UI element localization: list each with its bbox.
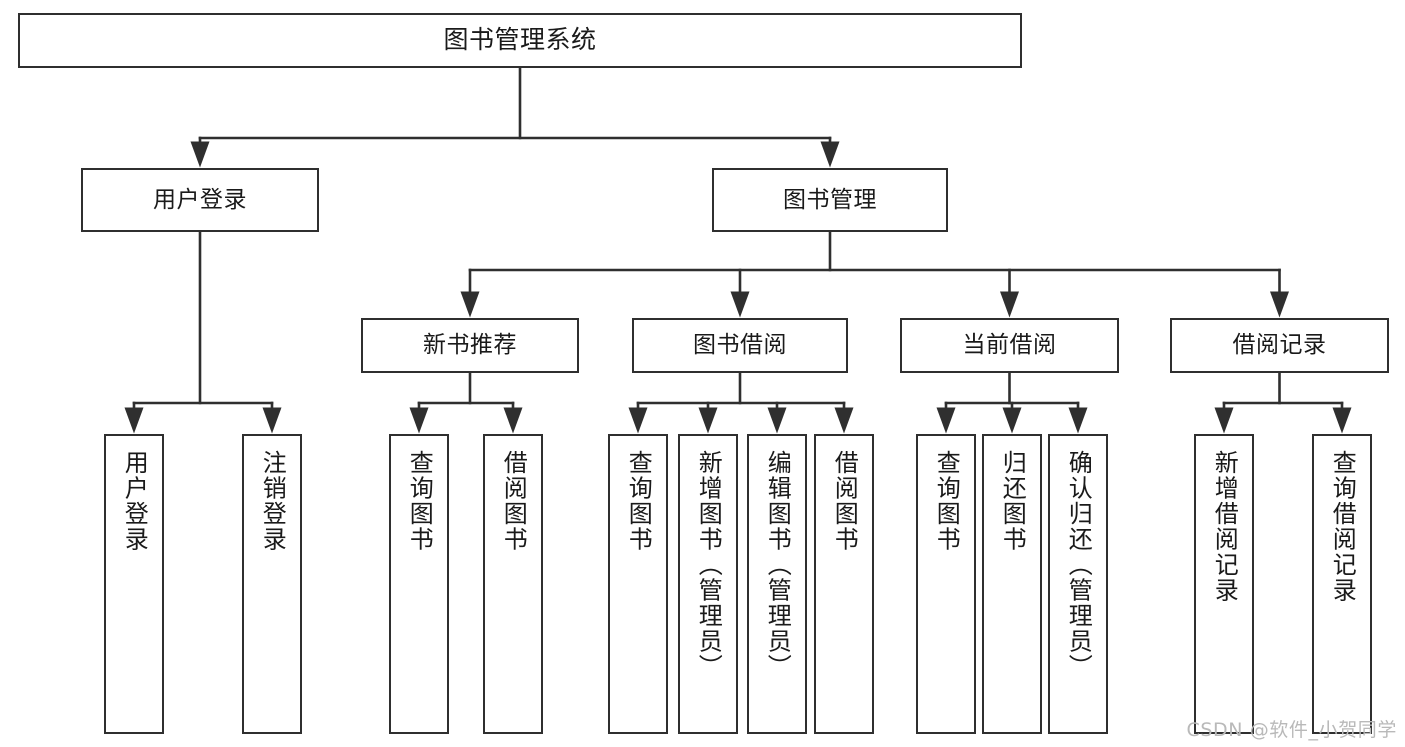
edge-arrowhead [628, 407, 648, 434]
node-label-root: 图书管理系统 [443, 25, 597, 55]
edge-arrowhead [698, 407, 718, 434]
node-current-borrow[interactable]: 当前借阅 [900, 318, 1119, 373]
node-leaf-rec-query[interactable]: 查询图书 [389, 434, 449, 734]
node-label-new-book-rec: 新书推荐 [423, 332, 517, 359]
edge-arrowhead [409, 407, 429, 434]
node-new-book-rec[interactable]: 新书推荐 [361, 318, 579, 373]
edge-arrowhead [820, 141, 840, 168]
node-leaf-cb-confirm[interactable]: 确认归还（管理员） [1048, 434, 1108, 734]
node-leaf-bb-add[interactable]: 新增图书（管理员） [678, 434, 738, 734]
edge-arrowhead [262, 407, 282, 434]
node-label-current-borrow: 当前借阅 [962, 332, 1057, 359]
node-label-borrow-record: 借阅记录 [1232, 332, 1327, 359]
edge-arrowhead [460, 291, 480, 318]
node-label-leaf-rec-borrow: 借阅图书 [499, 450, 528, 552]
edge-arrowhead [1068, 407, 1088, 434]
node-label-leaf-rec-query: 查询图书 [405, 450, 434, 552]
node-label-leaf-logout: 注销登录 [258, 450, 287, 552]
edge-arrowhead [190, 141, 210, 168]
edge-arrowhead [1270, 291, 1289, 318]
node-leaf-bb-edit[interactable]: 编辑图书（管理员） [747, 434, 807, 734]
node-book-mgmt[interactable]: 图书管理 [712, 168, 948, 232]
edge-arrowhead [124, 407, 144, 434]
node-label-user-login: 用户登录 [153, 186, 247, 213]
node-root[interactable]: 图书管理系统 [18, 13, 1022, 68]
edge-arrowhead [730, 291, 750, 318]
node-borrow-record[interactable]: 借阅记录 [1170, 318, 1389, 373]
node-label-book-borrow: 图书借阅 [693, 332, 787, 359]
edge-arrowhead [834, 407, 854, 434]
node-leaf-bb-query[interactable]: 查询图书 [608, 434, 668, 734]
node-leaf-cb-query[interactable]: 查询图书 [916, 434, 976, 734]
edge-arrowhead [1000, 291, 1019, 318]
node-leaf-br-add[interactable]: 新增借阅记录 [1194, 434, 1254, 734]
node-leaf-br-query[interactable]: 查询借阅记录 [1312, 434, 1372, 734]
edge-arrowhead [1214, 407, 1234, 434]
node-book-borrow[interactable]: 图书借阅 [632, 318, 848, 373]
edge-arrowhead [936, 407, 956, 434]
edge-arrowhead [503, 407, 523, 434]
node-label-leaf-cb-confirm: 确认归还（管理员） [1064, 450, 1093, 680]
node-label-leaf-bb-add: 新增图书（管理员） [694, 450, 723, 680]
node-label-leaf-cb-query: 查询图书 [932, 450, 961, 552]
node-leaf-cb-return[interactable]: 归还图书 [982, 434, 1042, 734]
node-label-book-mgmt: 图书管理 [783, 186, 877, 213]
node-user-login[interactable]: 用户登录 [81, 168, 319, 232]
node-label-leaf-bb-edit: 编辑图书（管理员） [763, 450, 792, 680]
edge-arrowhead [1002, 407, 1022, 434]
node-label-leaf-bb-query: 查询图书 [624, 450, 653, 552]
node-label-leaf-br-query: 查询借阅记录 [1328, 450, 1357, 603]
node-label-leaf-bb-borrow: 借阅图书 [830, 450, 859, 552]
node-label-leaf-br-add: 新增借阅记录 [1210, 450, 1239, 603]
node-leaf-bb-borrow[interactable]: 借阅图书 [814, 434, 874, 734]
node-leaf-user-login[interactable]: 用户登录 [104, 434, 164, 734]
edge-arrowhead [767, 407, 787, 434]
node-label-leaf-user-login: 用户登录 [120, 450, 149, 552]
node-leaf-logout[interactable]: 注销登录 [242, 434, 302, 734]
node-leaf-rec-borrow[interactable]: 借阅图书 [483, 434, 543, 734]
edge-arrowhead [1332, 407, 1352, 434]
node-label-leaf-cb-return: 归还图书 [998, 450, 1027, 552]
